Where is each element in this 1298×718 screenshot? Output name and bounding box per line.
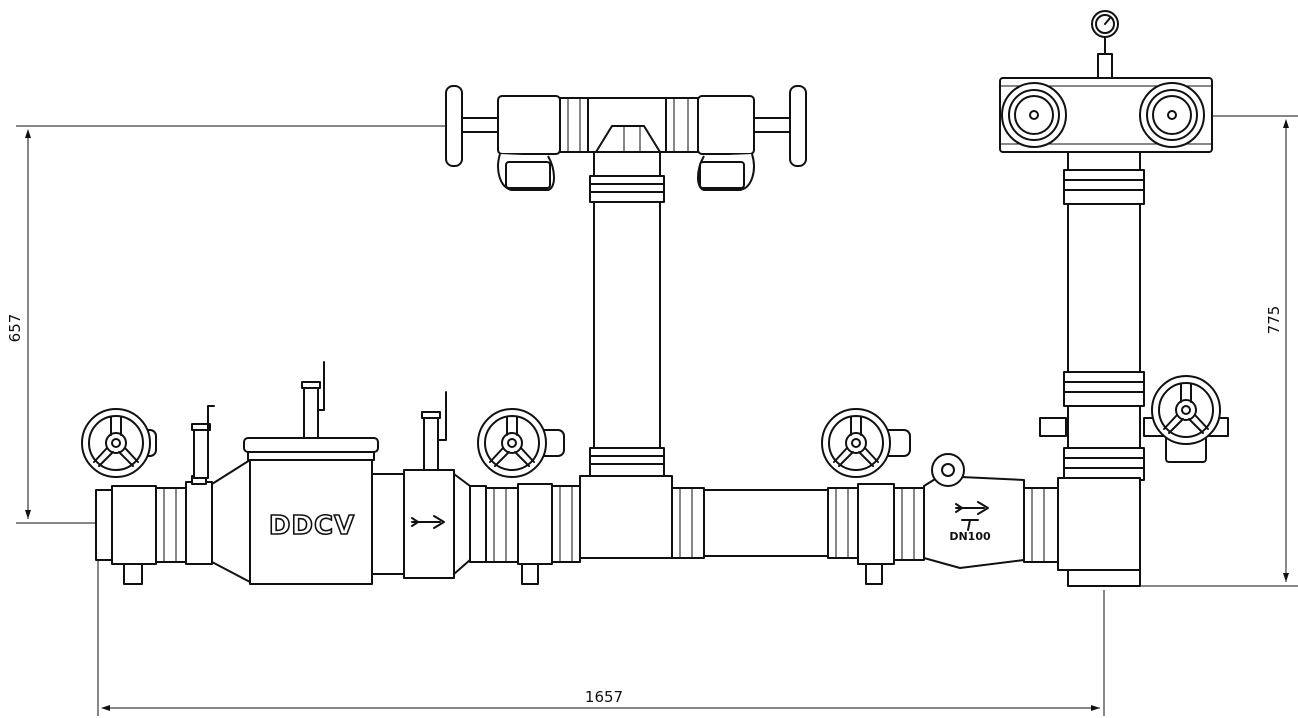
test-cocks [191, 361, 447, 479]
dimension-bottom [97, 560, 1105, 716]
ddcv-label: DDCV [269, 511, 355, 541]
dimension-right [1138, 115, 1298, 587]
dim-text-bottom: 1657 [585, 688, 623, 706]
dn100-label: DN100 [949, 530, 991, 543]
right-riser [999, 10, 1229, 587]
gate-valves [81, 408, 911, 478]
dimension-left [16, 125, 470, 524]
top-manifold [445, 85, 807, 191]
flow-arrows [411, 501, 989, 531]
main-pipe [95, 437, 1141, 585]
dim-text-left: 657 [6, 314, 24, 343]
dim-text-right: 775 [1265, 306, 1283, 335]
center-riser [589, 151, 665, 483]
